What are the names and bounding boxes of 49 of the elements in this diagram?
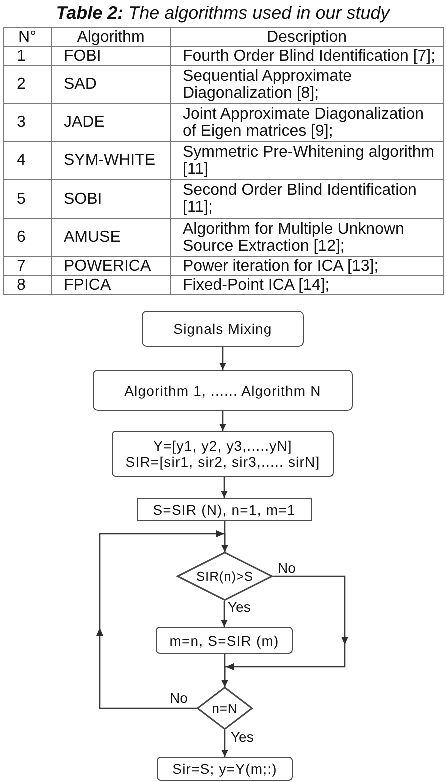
decision-diamond (197, 687, 253, 730)
algorithm-name: JADE (52, 104, 170, 142)
table-title: Table 2: The algorithms used in our study (56, 3, 390, 23)
row-number: 1 (4, 46, 52, 66)
condition-text: SIR(n)>S (196, 568, 254, 584)
row-number: 5 (4, 180, 52, 218)
step-text: S=SIR (N), n=1, m=1 (153, 502, 296, 518)
step-text: Signals Mixing (174, 321, 272, 337)
step-text: Sir=S; y=Y(m;:) (172, 761, 278, 777)
column-header: Description (170, 28, 444, 46)
condition-text: n=N (212, 700, 238, 716)
edge-label: No (278, 561, 296, 576)
edge-label: No (170, 691, 188, 706)
algorithm-description: Sequential Approximate Diagonalization [8]; (170, 66, 444, 104)
process-box (93, 370, 353, 411)
step-text: Y=[y1, y2, y3,.....yN] (154, 438, 292, 454)
decision-diamond (177, 552, 273, 601)
algorithm-description: Fourth Order Blind Identification [7]; (170, 46, 444, 66)
algorithm-description: Joint Approximate Diagonalization of Eigen matrices [9]; (170, 104, 444, 142)
algorithm-name: FPICA (52, 276, 170, 294)
row-number: 7 (4, 256, 52, 276)
algorithm-name: SOBI (52, 180, 170, 218)
process-box (142, 311, 304, 347)
algorithm-description: Algorithm for Multiple Unknown Source Extraction [12]; (170, 218, 444, 256)
algorithm-name: SAD (52, 66, 170, 104)
row-number: 3 (4, 104, 52, 142)
step-text: Algorithm 1, ...... Algorithm N (124, 382, 322, 398)
step-text: m=n, S=SIR (m) (170, 632, 280, 648)
step-text: SIR=[sir1, sir2, sir3,..... sirN] (126, 454, 320, 470)
edge-label: Yes (228, 600, 251, 615)
row-number: 2 (4, 66, 52, 104)
algorithm-name: SYM-WHITE (52, 142, 170, 180)
column-header: Algorithm (52, 28, 170, 46)
algorithm-description: Second Order Blind Identification [11]; (170, 180, 444, 218)
algorithm-description: Fixed-Point ICA [14]; (170, 276, 444, 294)
edge-label: Yes (231, 730, 254, 745)
process-box (157, 757, 293, 781)
row-number: 4 (4, 142, 52, 180)
algorithm-description: Power iteration for ICA [13]; (170, 256, 444, 276)
algorithm-name: POWERICA (52, 256, 170, 276)
process-box (137, 498, 312, 521)
process-box (156, 627, 293, 654)
process-box (112, 431, 334, 477)
row-number: 8 (4, 276, 52, 294)
algorithm-description: Symmetric Pre-Whitening algorithm [11] (170, 142, 444, 180)
column-header: N° (4, 28, 52, 46)
algorithm-name: AMUSE (52, 218, 170, 256)
row-number: 6 (4, 218, 52, 256)
algorithm-name: FOBI (52, 46, 170, 66)
